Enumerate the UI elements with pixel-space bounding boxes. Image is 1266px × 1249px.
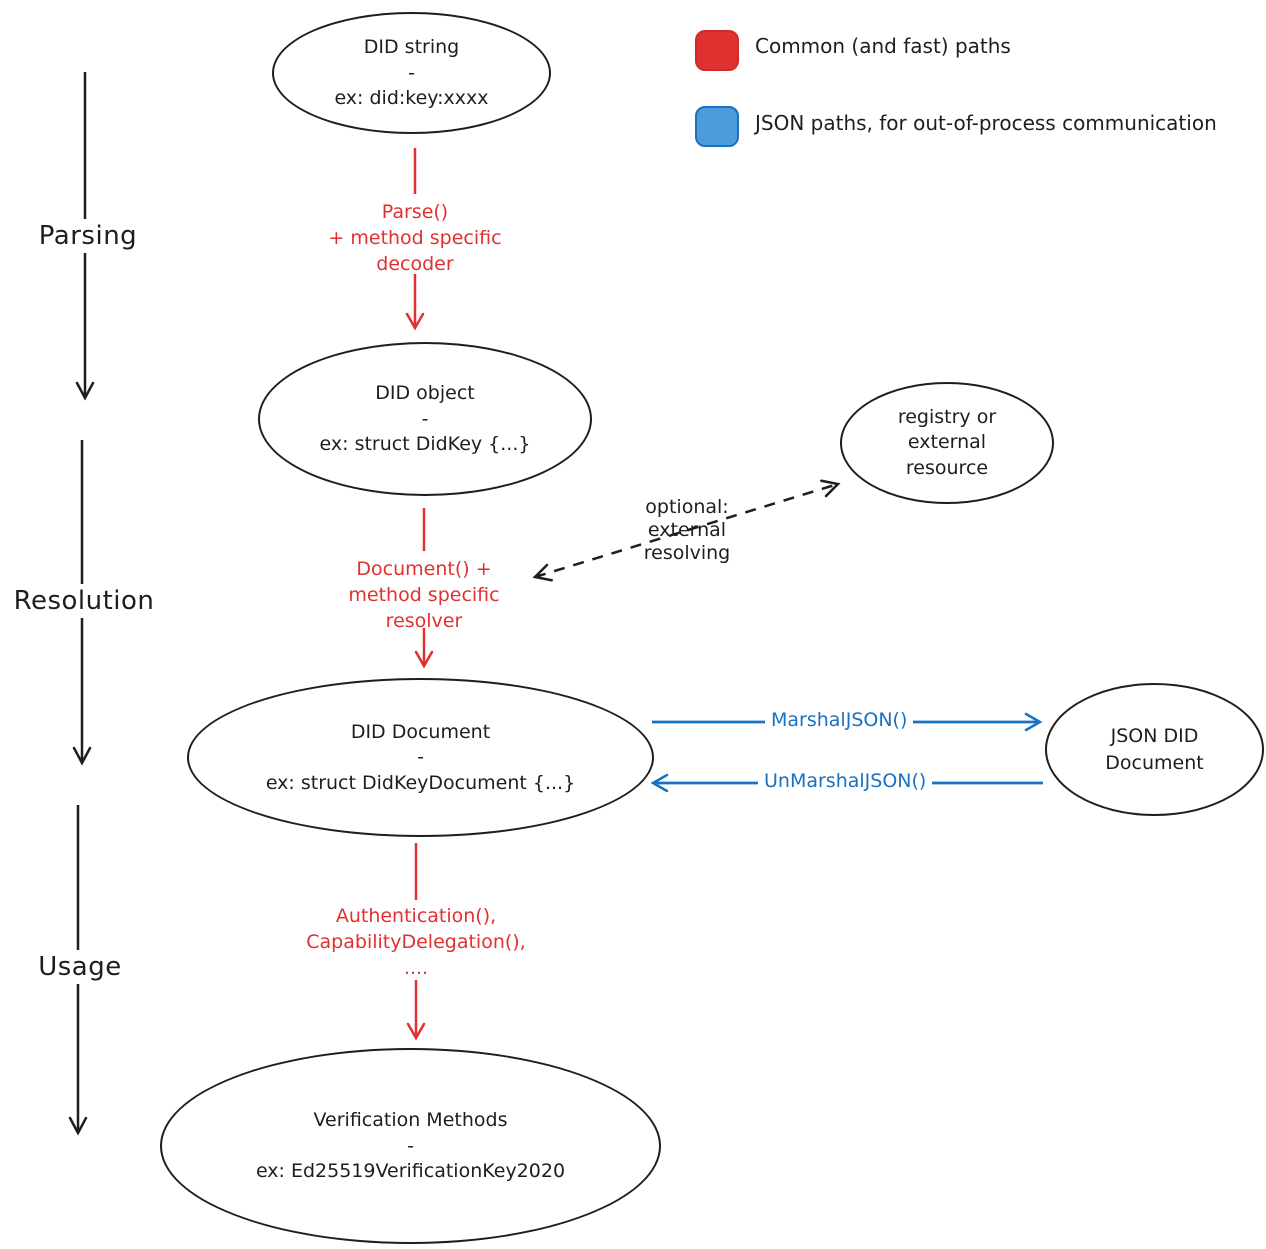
node-registry-external-resource: registry or external resource <box>840 382 1054 504</box>
legend-blue-swatch <box>695 106 739 147</box>
node-example: ex: Ed25519VerificationKey2020 <box>255 1160 566 1183</box>
node-example: ex: struct DidKeyDocument {...} <box>265 771 576 794</box>
node-line: JSON DID <box>1110 724 1199 747</box>
node-separator: - <box>421 407 429 430</box>
node-separator: - <box>407 1134 414 1157</box>
legend-red-label: Common (and fast) paths <box>755 34 1011 58</box>
node-title: DID Document <box>350 720 491 743</box>
legend-red-swatch <box>695 30 739 71</box>
node-line: registry or <box>897 405 997 428</box>
node-did-document: DID Document - ex: struct DidKeyDocument… <box>187 678 654 837</box>
node-line: Document <box>1105 751 1204 774</box>
optional-resolving-dashed-arrow <box>532 479 841 582</box>
node-did-string: DID string - ex: did:key:xxxx <box>272 12 551 134</box>
stage-label-parsing: Parsing <box>33 219 143 253</box>
node-title: DID string <box>363 36 460 59</box>
node-line: external <box>907 431 987 454</box>
unmarshal-json-label: UnMarshalJSON() <box>758 770 933 792</box>
node-title: DID object <box>375 382 475 405</box>
legend-blue-label: JSON paths, for out-of-process communica… <box>755 111 1217 135</box>
node-separator: - <box>417 746 424 769</box>
stage-label-usage: Usage <box>26 950 134 984</box>
node-did-object: DID object - ex: struct DidKey {...} <box>258 342 592 496</box>
resolve-edge-label: Document() + method specific resolver <box>348 558 500 633</box>
parse-edge-label: Parse() + method specific decoder <box>328 201 502 276</box>
stage-label-resolution: Resolution <box>5 584 163 618</box>
node-line: resource <box>905 456 989 479</box>
usage-methods-edge-label: Authentication(), CapabilityDelegation()… <box>306 905 526 980</box>
node-example: ex: did:key:xxxx <box>334 87 489 110</box>
marshal-json-label: MarshalJSON() <box>765 709 914 731</box>
optional-resolving-label: optional: external resolving <box>643 496 731 565</box>
node-json-did-document: JSON DID Document <box>1045 683 1264 816</box>
node-separator: - <box>408 61 415 84</box>
node-verification-methods: Verification Methods - ex: Ed25519Verifi… <box>160 1048 661 1244</box>
node-example: ex: struct DidKey {...} <box>319 433 531 456</box>
node-title: Verification Methods <box>313 1109 508 1132</box>
